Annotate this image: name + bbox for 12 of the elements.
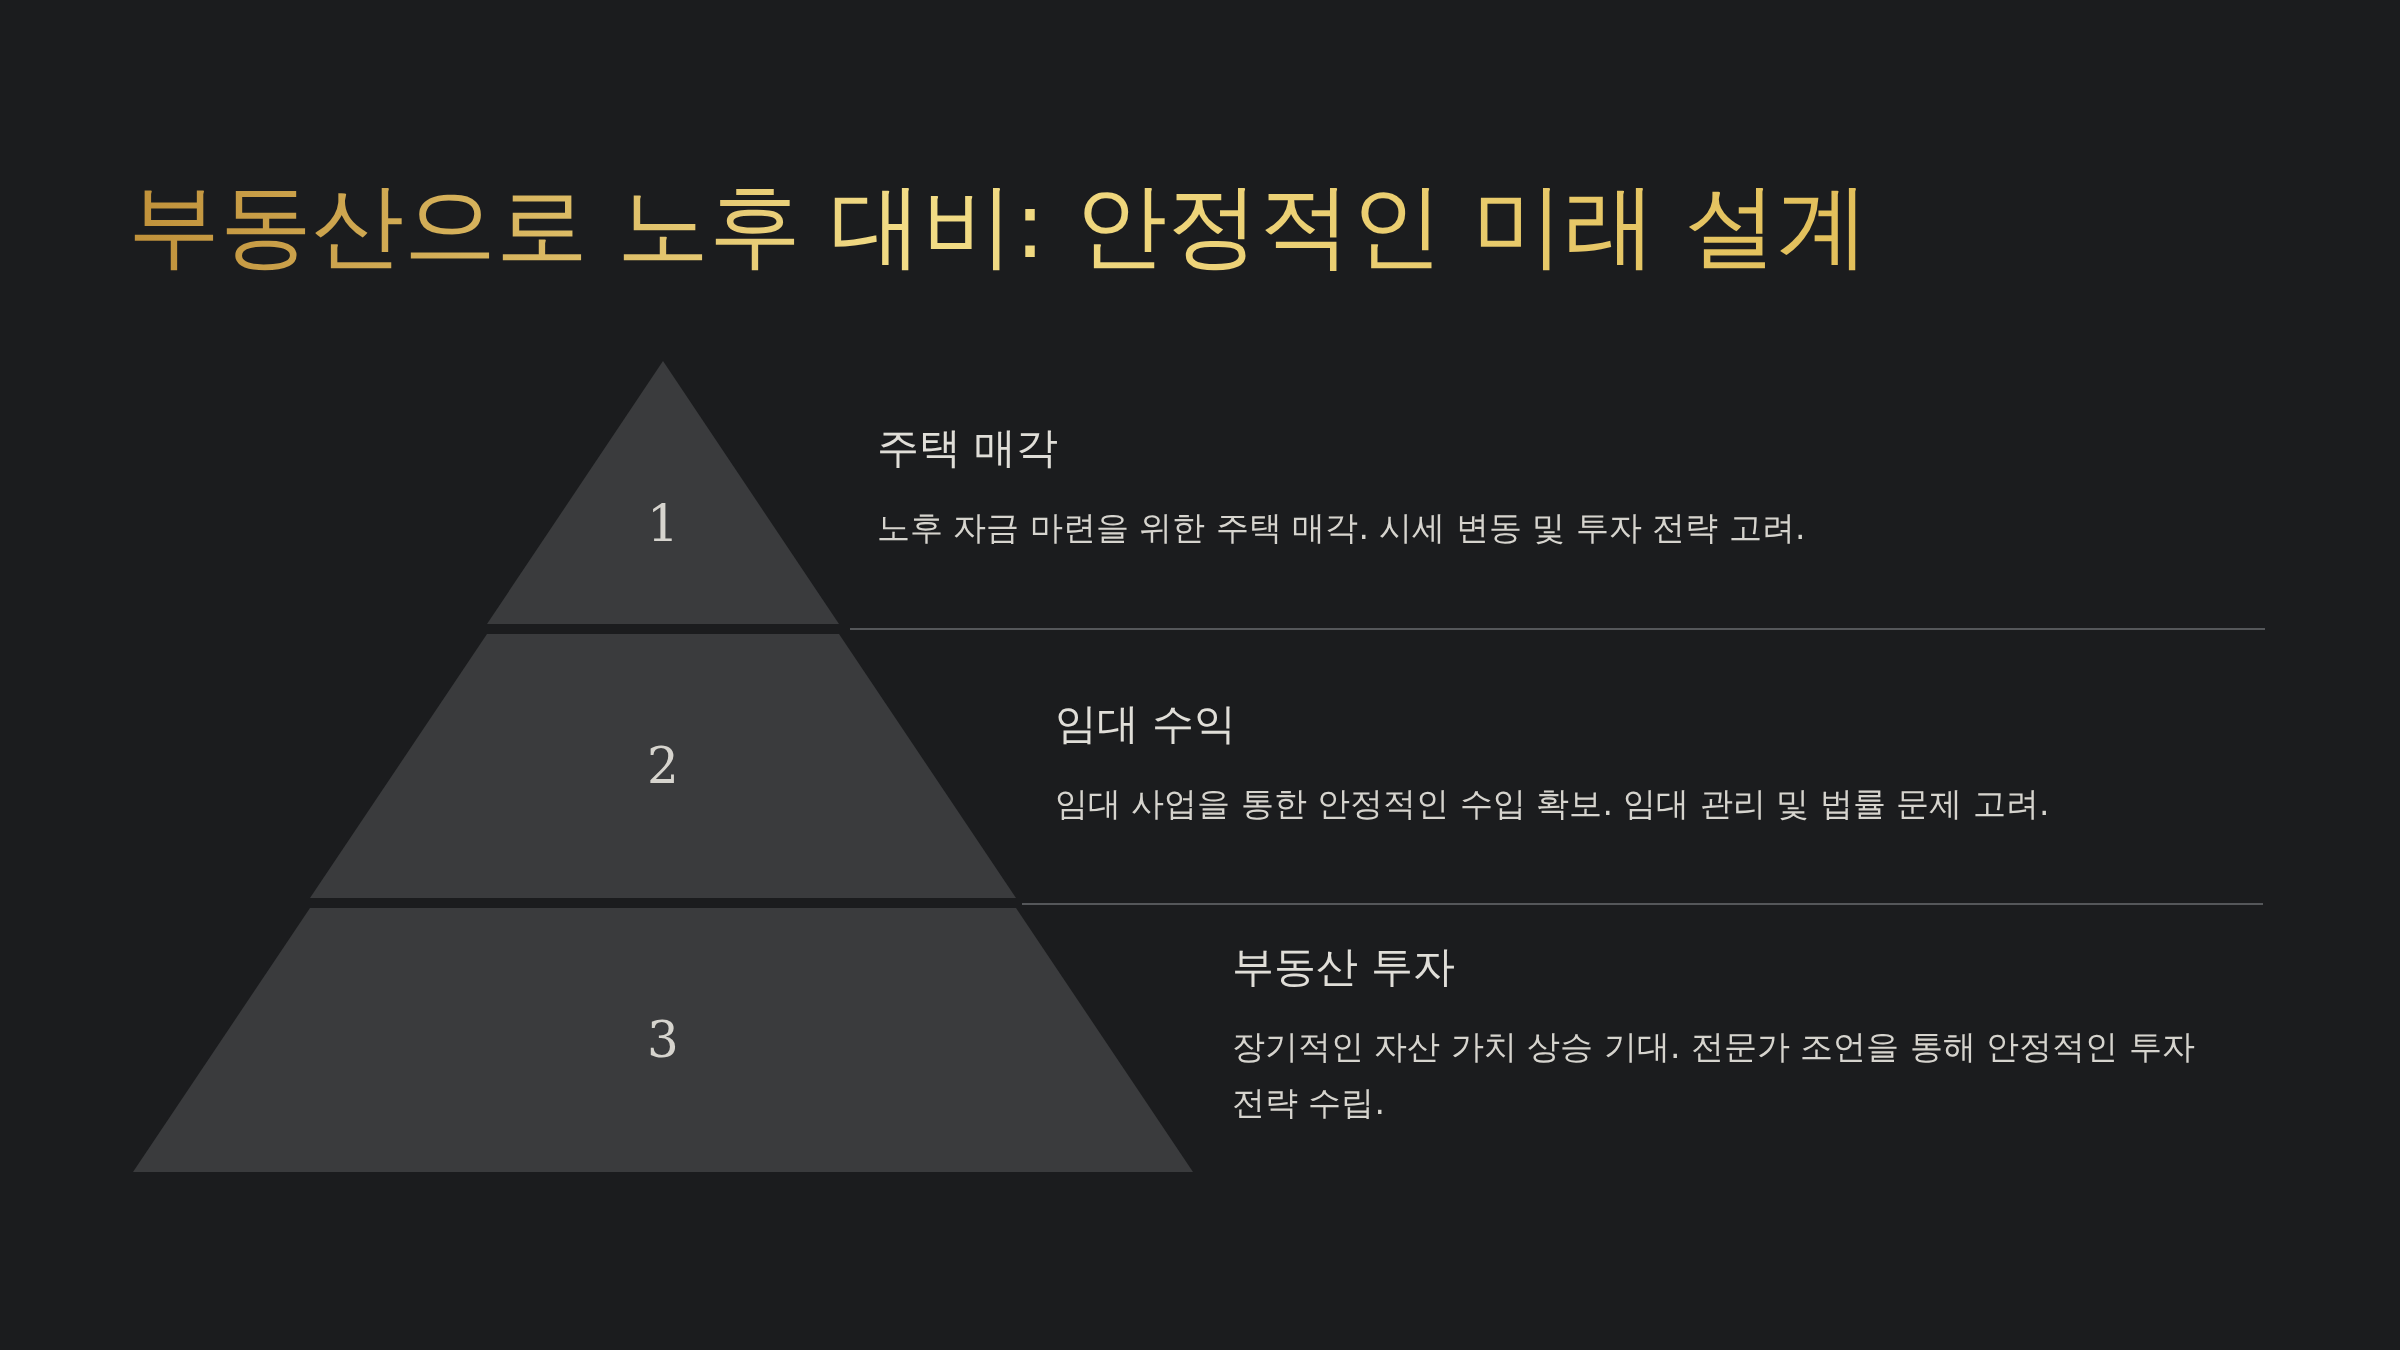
pyramid-top-tier xyxy=(487,361,839,624)
pyramid-tier xyxy=(310,634,1016,898)
tier-number: 2 xyxy=(646,736,680,796)
tier-heading: 부동산 투자 xyxy=(1232,941,1457,993)
pyramid-tier xyxy=(133,908,1193,1172)
tier-description: 임대 사업을 통한 안정적인 수입 확보. 임대 관리 및 법률 문제 고려. xyxy=(1055,783,2051,825)
tier-number: 1 xyxy=(646,494,680,555)
tier-description: 장기적인 자산 가치 상승 기대. 전문가 조언을 통해 안정적인 투자 전략 수립. xyxy=(1232,1026,2196,1124)
tier-description: 노후 자금 마련을 위한 주택 매각. 시세 변동 및 투자 전략 고려. xyxy=(877,507,1807,549)
tier-number: 3 xyxy=(646,1010,680,1070)
tier-heading: 임대 수익 xyxy=(1055,698,1238,750)
tier-heading: 주택 매각 xyxy=(877,422,1060,474)
